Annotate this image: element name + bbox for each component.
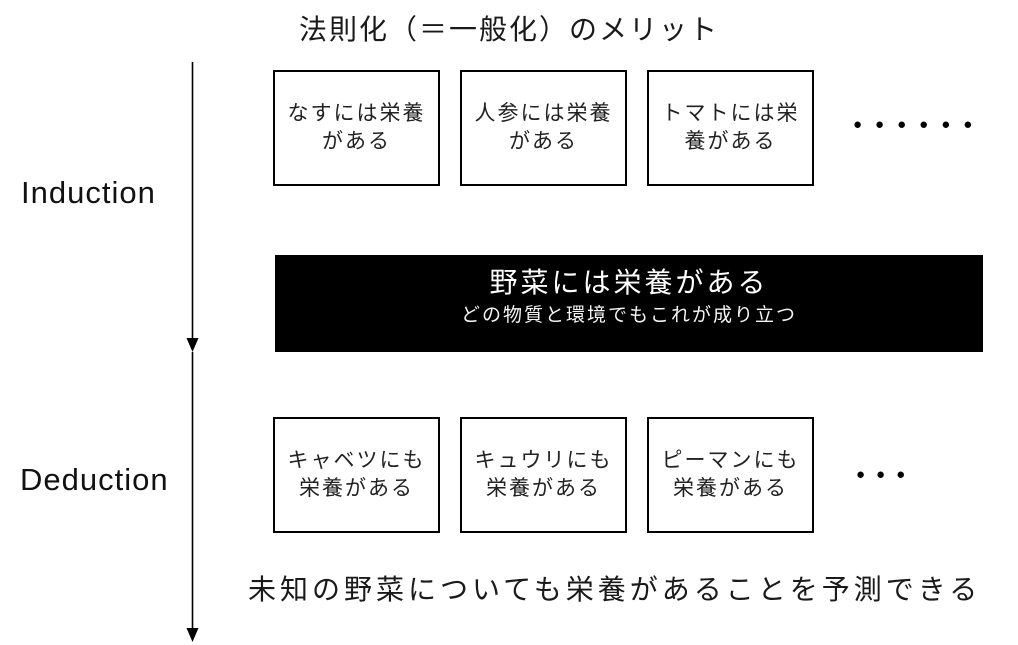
example-box-cucumber: キュウリにも 栄養がある	[460, 417, 627, 533]
example-box-carrot: 人参には栄養 がある	[460, 70, 627, 186]
generalized-rule-box: 野菜には栄養がある どの物質と環境でもこれが成り立つ	[275, 255, 983, 352]
deduction-ellipsis-dots: ●●●	[856, 466, 917, 483]
induction-ellipsis-dots: ●●●●●●	[853, 116, 986, 133]
induction-arrow	[186, 62, 199, 352]
flow-arrows	[186, 62, 199, 642]
conclusion-text: 未知の野菜についても栄養があることを予測できる	[248, 574, 982, 605]
example-box-cabbage: キャベツにも 栄養がある	[273, 417, 440, 533]
rule-main-text: 野菜には栄養がある	[489, 267, 769, 298]
induction-label: Induction	[21, 175, 156, 210]
induction-examples-row: なすには栄養 がある 人参には栄養 がある トマトには栄 養がある	[273, 70, 814, 186]
deduction-examples-row: キャベツにも 栄養がある キュウリにも 栄養がある ピーマンにも 栄養がある	[273, 417, 814, 533]
deduction-label: Deduction	[20, 462, 169, 497]
example-box-pepper: ピーマンにも 栄養がある	[647, 417, 814, 533]
deduction-arrow	[186, 352, 199, 642]
page-title: 法則化（＝一般化）のメリット	[298, 14, 719, 45]
example-box-tomato: トマトには栄 養がある	[647, 70, 814, 186]
rule-sub-text: どの物質と環境でもこれが成り立つ	[460, 305, 797, 326]
example-box-eggplant: なすには栄養 がある	[273, 70, 440, 186]
